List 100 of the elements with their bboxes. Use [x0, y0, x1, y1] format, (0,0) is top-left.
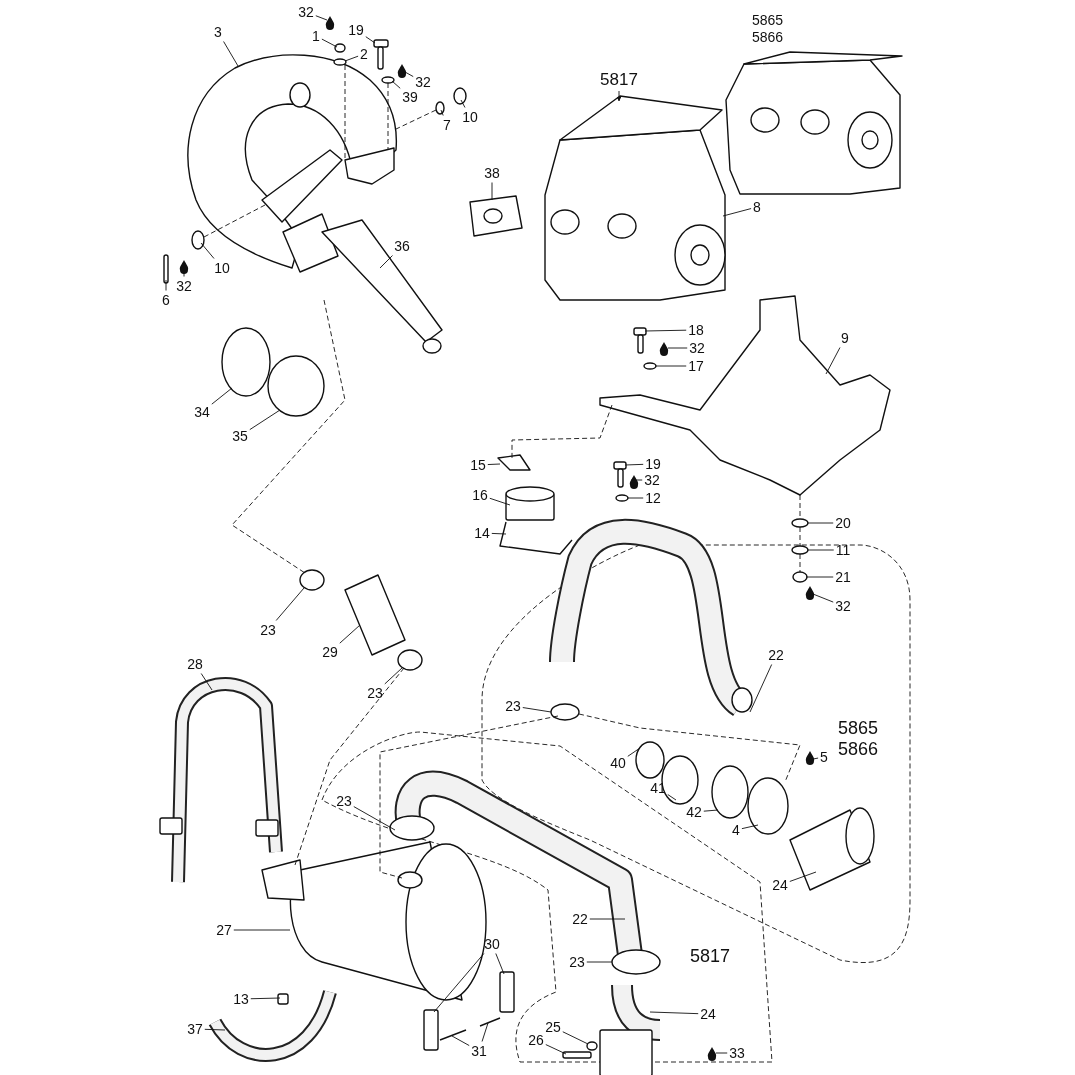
drop-icon: [707, 1047, 717, 1061]
leader-line: [211, 387, 233, 405]
callout-number: 4: [731, 821, 741, 839]
leader-line: [460, 99, 466, 108]
leader-line: [321, 38, 338, 48]
washer: [643, 362, 657, 370]
drop-icon: [179, 260, 189, 274]
assembly-line: [393, 109, 437, 131]
hose: [344, 574, 406, 656]
callout-number: 20: [834, 514, 852, 532]
assembly-line: [294, 667, 405, 866]
leader-line: [545, 1044, 567, 1055]
leader-line: [522, 707, 552, 713]
callout-number: 31: [470, 1042, 488, 1060]
leader-line: [249, 409, 281, 431]
leader-line: [649, 1011, 699, 1015]
callout-number: 19: [644, 455, 662, 473]
leader-line: [491, 182, 493, 201]
assembly-line: [799, 553, 801, 573]
muffler-bracket: [209, 989, 337, 1062]
assembly-line: [203, 204, 266, 238]
leader-line: [812, 757, 819, 760]
leader-line: [451, 1035, 470, 1046]
leader-line: [626, 497, 644, 499]
leader-line: [223, 41, 239, 67]
callout-number: 16: [471, 486, 489, 504]
pad: [497, 454, 531, 471]
leader-line: [741, 824, 759, 830]
leader-line: [749, 664, 773, 713]
leader-line: [715, 1052, 728, 1054]
ring: [747, 777, 789, 835]
assembly-line: [344, 64, 346, 159]
drop-icon: [805, 751, 815, 765]
leader-line: [165, 279, 167, 291]
leader-line: [586, 961, 613, 963]
assembly-line: [578, 713, 801, 783]
callout-number: 37: [186, 1020, 204, 1038]
exhaust-cone: [321, 219, 443, 354]
clamp: [221, 327, 271, 397]
leader-line: [667, 347, 688, 349]
leader-line: [344, 55, 359, 62]
callout-number: 23: [568, 953, 586, 971]
callout-number: 23: [504, 697, 522, 715]
leader-line: [789, 871, 817, 882]
leader-line: [644, 329, 687, 332]
callout-number: 7: [442, 116, 452, 134]
clamp: [635, 741, 665, 779]
callout-number: 6: [161, 291, 171, 309]
ring: [711, 765, 749, 819]
leader-line: [391, 80, 401, 89]
callout-number: 26: [527, 1031, 545, 1049]
leader-line: [200, 242, 215, 259]
leader-line: [667, 794, 677, 801]
bolt: [373, 39, 389, 70]
callout-number: 8: [752, 198, 762, 216]
leader-line: [204, 1028, 226, 1031]
drop-icon: [805, 586, 815, 600]
washer: [615, 494, 629, 502]
callout-number: 22: [767, 646, 785, 664]
callout-number: 29: [321, 643, 339, 661]
rubber-mount: [505, 486, 555, 521]
bolt: [613, 461, 627, 488]
grommet: [191, 230, 205, 250]
model-label: 5865 5866: [752, 12, 785, 46]
leader-line: [489, 497, 511, 506]
engine-drawing: [725, 51, 903, 195]
callout-number: 30: [483, 935, 501, 953]
leader-line: [491, 532, 507, 535]
washer: [381, 76, 395, 84]
elbow-pipe: [599, 984, 661, 1075]
callout-number: 2: [359, 45, 369, 63]
callout-number: 5817: [599, 70, 639, 90]
assembly-line: [799, 526, 801, 547]
callout-number: 19: [347, 21, 365, 39]
callout-number: 28: [186, 655, 204, 673]
leader-line: [404, 71, 414, 77]
callout-number: 17: [687, 357, 705, 375]
leader-line: [250, 997, 281, 1000]
leader-line: [722, 208, 752, 217]
callout-number: 23: [366, 684, 384, 702]
leader-line: [275, 587, 305, 621]
leader-line: [384, 667, 403, 685]
hose: [394, 770, 643, 957]
callout-number: 12: [644, 489, 662, 507]
hose: [549, 518, 753, 715]
clamp: [611, 949, 661, 975]
callout-number: 40: [609, 754, 627, 772]
drop-icon: [325, 16, 335, 30]
nut: [792, 571, 808, 583]
assembly-line: [231, 299, 346, 574]
mount-bracket: [499, 521, 573, 555]
leader-line: [624, 463, 644, 466]
washer: [791, 545, 809, 555]
leader-line: [495, 953, 505, 975]
model-label: 5817: [690, 946, 732, 967]
leader-line: [379, 255, 393, 269]
bolt: [163, 254, 169, 284]
washer: [586, 1041, 598, 1051]
callout-number: 36: [393, 237, 411, 255]
callout-number: 23: [259, 621, 277, 639]
